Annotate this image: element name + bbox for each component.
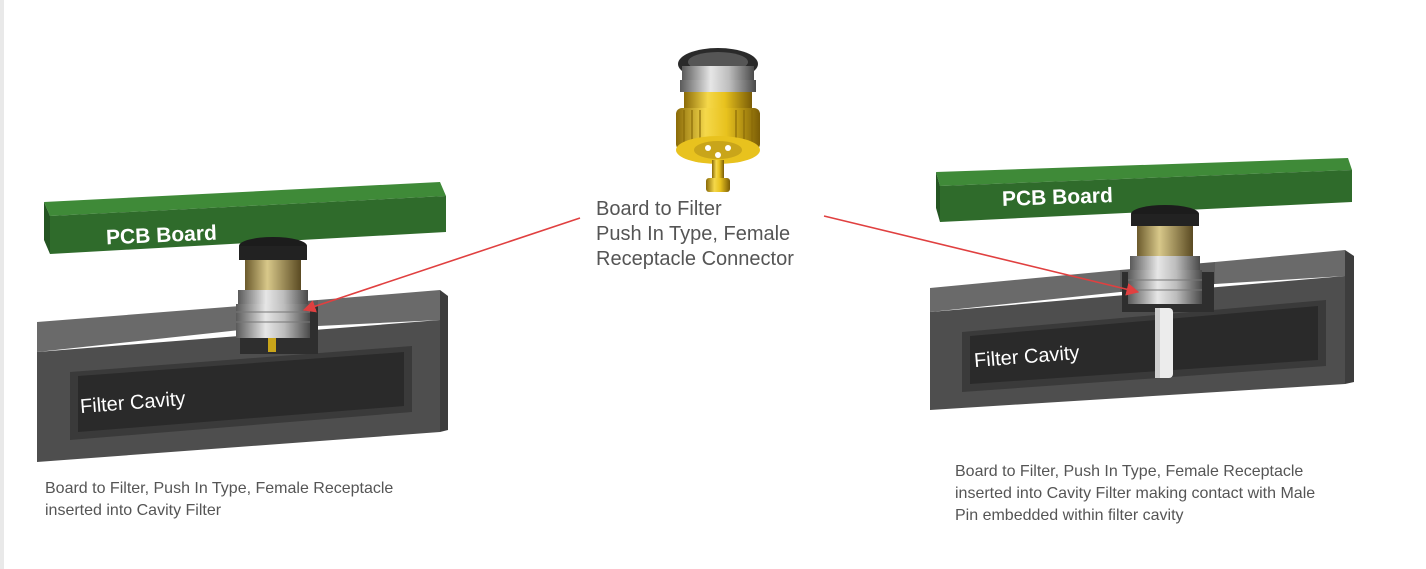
right-pcb-board [936,158,1352,222]
left-pcb-board [44,182,446,254]
left-pcb-board-label: PCB Board [105,221,218,250]
right-caption: Board to Filter, Push In Type, Female Re… [955,461,1315,527]
right-filter-cavity [930,250,1354,410]
right-pcb-board-label: PCB Board [1001,184,1114,211]
caption-line: inserted into Cavity Filter [45,502,222,519]
right-callout-arrow [823,215,1140,296]
left-caption: Board to Filter, Push In Type, Female Re… [45,478,393,522]
center-receptacle-connector [676,48,760,192]
left-margin-rule [0,0,4,569]
callout-line: Receptacle Connector [596,248,794,270]
callout-line: Board to Filter [596,198,722,220]
left-receptacle-connector [236,237,310,352]
connector-callout-text: Board to Filter Push In Type, Female Rec… [596,197,794,272]
caption-line: inserted into Cavity Filter making conta… [955,485,1316,502]
caption-line: Board to Filter, Push In Type, Female Re… [45,480,394,497]
left-callout-arrow [302,217,581,313]
right-receptacle-connector [1128,205,1202,304]
caption-line: Board to Filter, Push In Type, Female Re… [955,463,1304,480]
callout-line: Push In Type, Female [596,223,791,245]
right-male-pin [1155,308,1173,378]
caption-line: Pin embedded within filter cavity [955,507,1184,524]
